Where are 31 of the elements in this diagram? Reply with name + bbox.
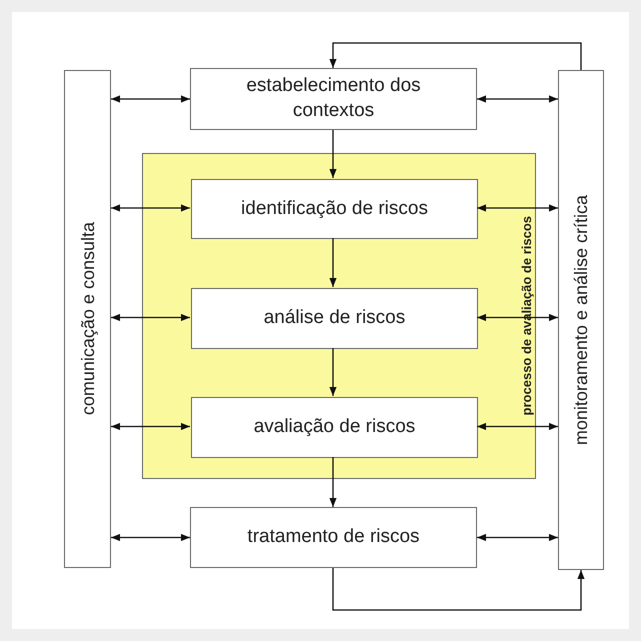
arrow [111, 95, 190, 103]
side-bar [558, 70, 604, 570]
side-bar [64, 70, 111, 568]
bar-label: monitoramento e análise crítica [572, 194, 590, 446]
arrow [477, 95, 558, 103]
arrow [477, 314, 558, 322]
box-label: tratamento de riscos [247, 525, 420, 550]
bar-label: comunicação e consulta [78, 222, 96, 416]
process-box [191, 288, 478, 349]
box-label: análise de riscos [264, 306, 406, 330]
arrow [329, 348, 337, 396]
process-group-panel [142, 153, 536, 479]
process-box [191, 397, 478, 458]
process-box [191, 179, 478, 239]
arrow [111, 314, 190, 322]
arrow [111, 204, 190, 212]
box-label: estabelecimento dos contextos [245, 74, 422, 123]
arrow [477, 534, 558, 542]
arrow [111, 422, 190, 430]
arrow [477, 204, 558, 212]
arrow [477, 422, 558, 430]
arrow [329, 42, 582, 70]
arrow [111, 534, 190, 542]
arrow [329, 238, 337, 287]
process-box [190, 507, 477, 568]
arrow [329, 457, 337, 507]
arrow [332, 568, 585, 611]
box-label: avaliação de riscos [254, 415, 416, 440]
box-label: identificação de riscos [241, 196, 428, 221]
process-box [190, 68, 477, 130]
arrow [329, 130, 337, 178]
